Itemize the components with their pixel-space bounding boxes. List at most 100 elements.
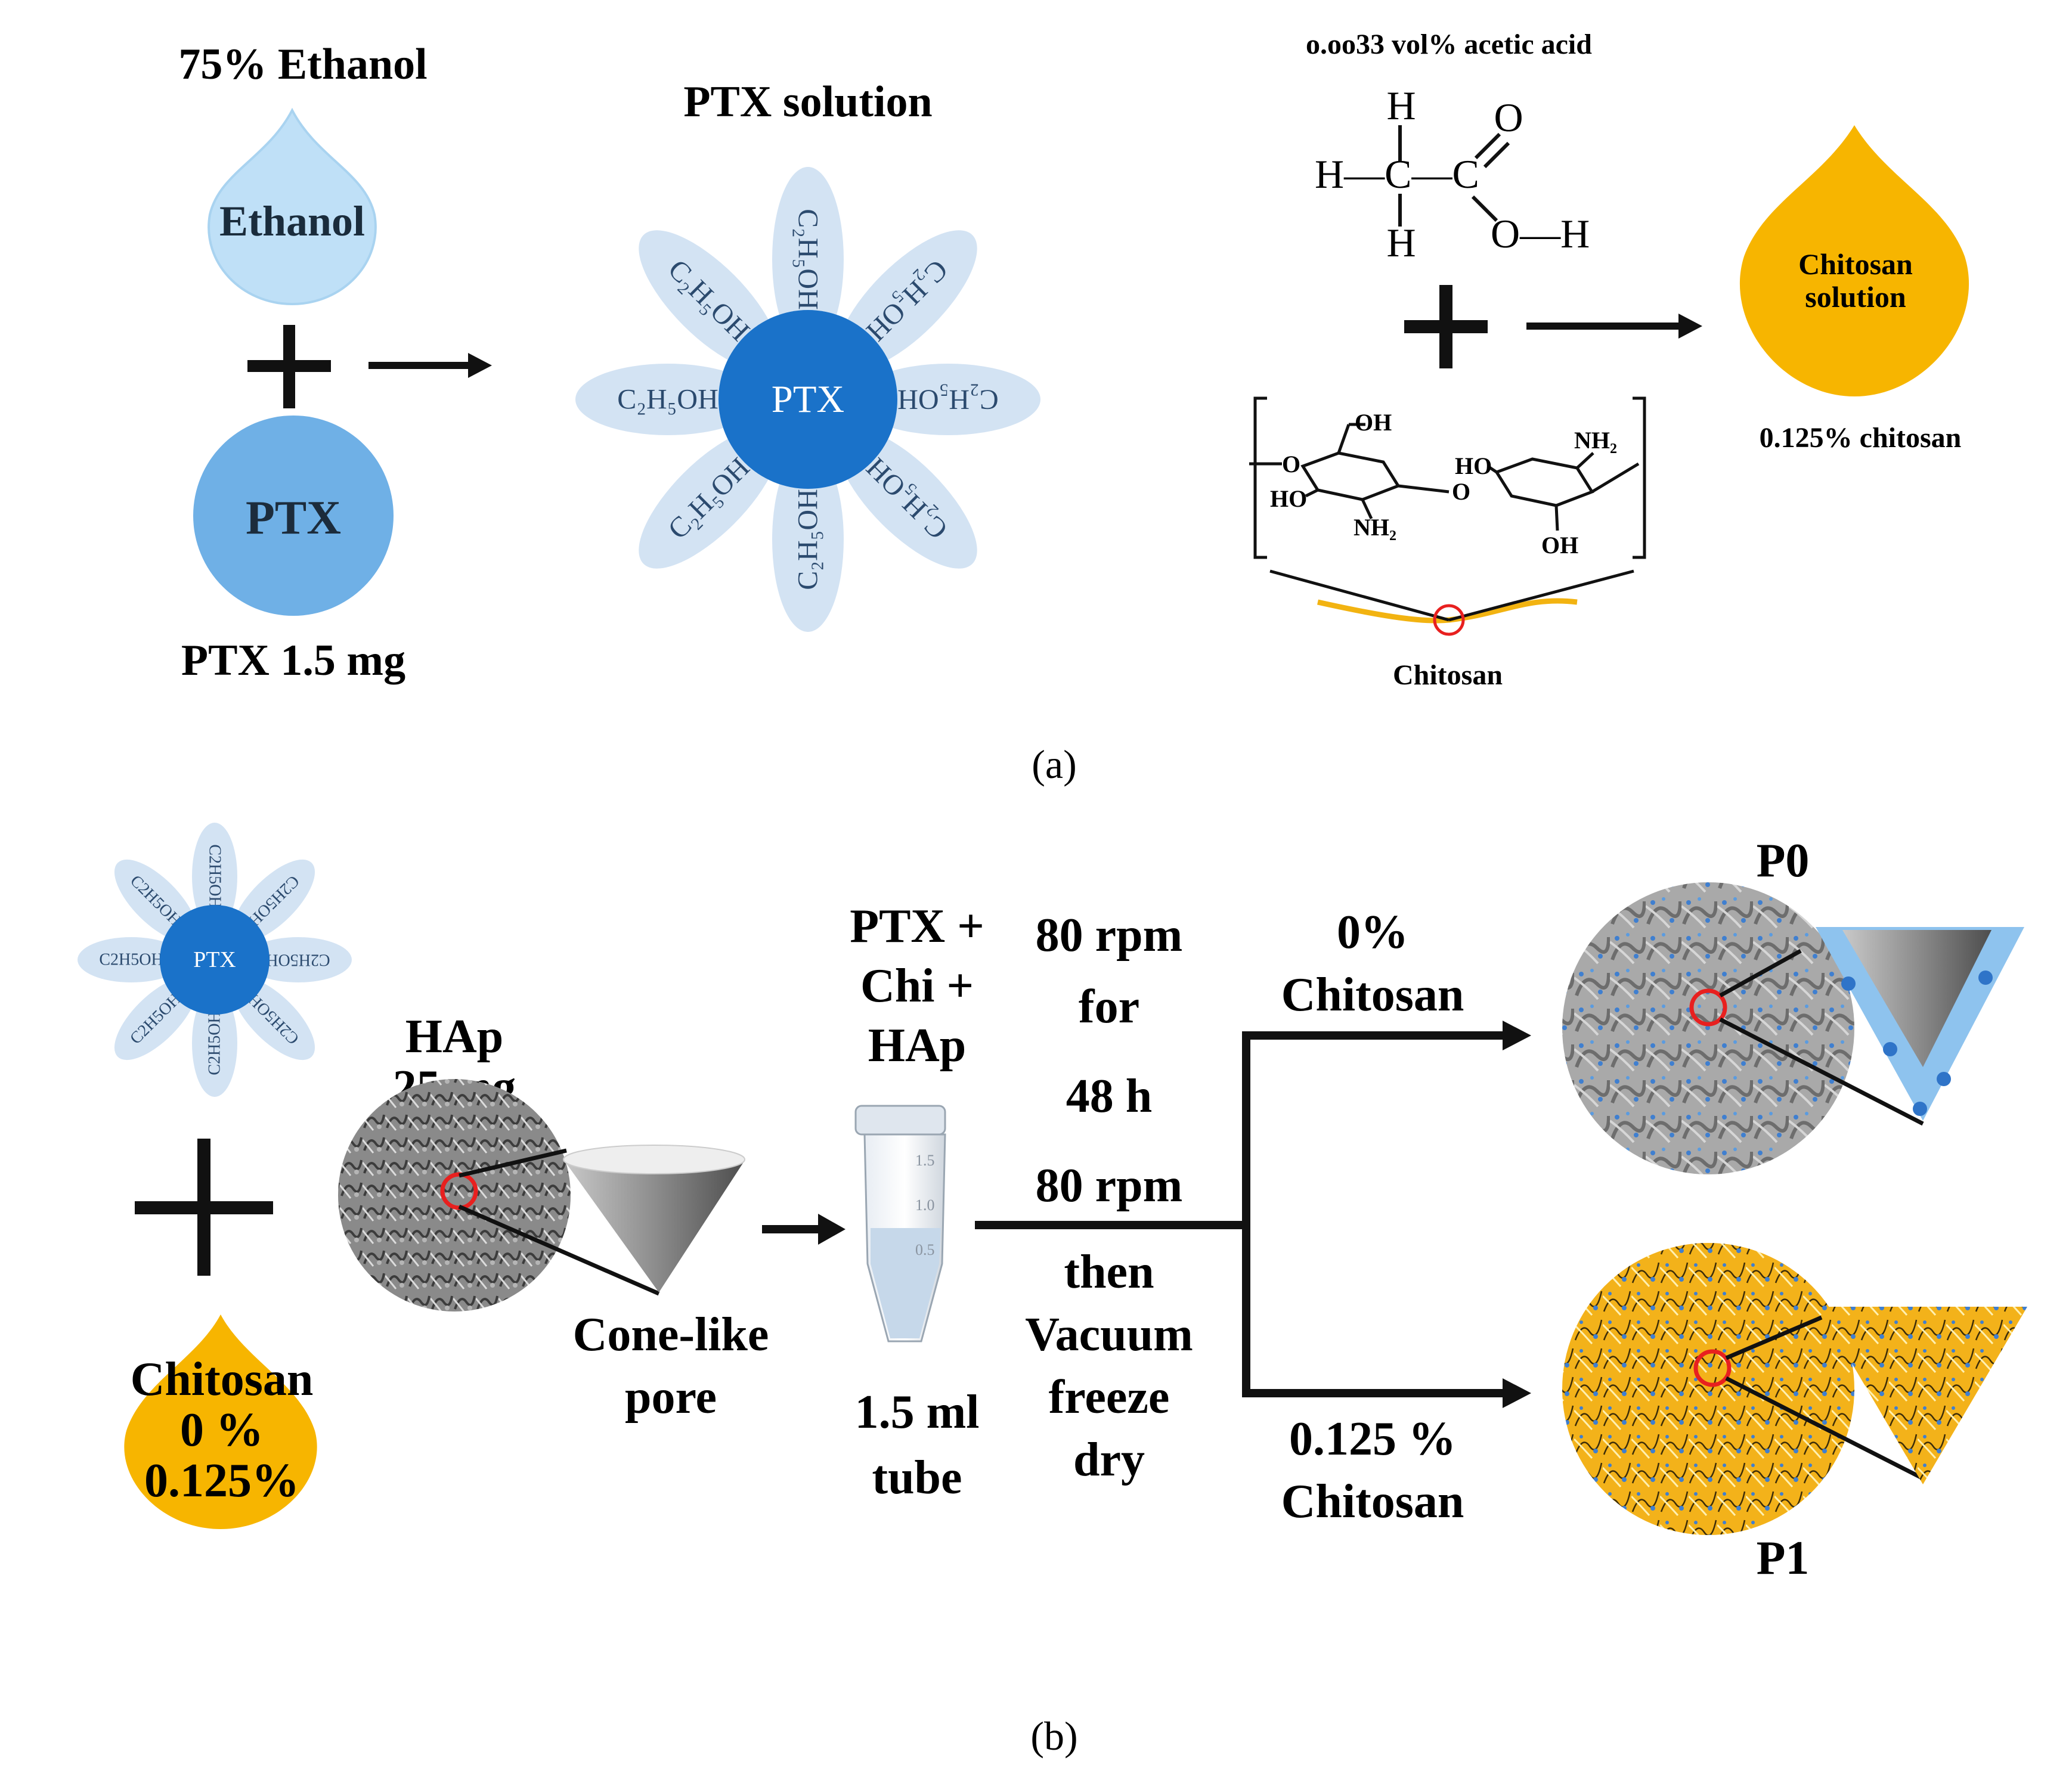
p0-cone bbox=[1816, 927, 2024, 1121]
chitosan-drop-b bbox=[124, 1314, 317, 1529]
ptx-ball bbox=[193, 416, 394, 616]
chitosan-oh-1: OH bbox=[1355, 409, 1392, 436]
upper-branch-label-2: Chitosan bbox=[1281, 969, 1464, 1021]
plus-sign-a2 bbox=[1404, 285, 1488, 368]
process-step-4: 80 rpm bbox=[1036, 1159, 1183, 1212]
acetic-acid-label: o.oo33 vol% acetic acid bbox=[1306, 29, 1592, 60]
arrow-a1 bbox=[368, 353, 492, 378]
chitosan-structure-labels: OH O HO NH₂ O HO NH₂ OH bbox=[1270, 409, 1617, 559]
star-a-petal-label-1: C₂H₅OH bbox=[792, 209, 824, 309]
tube-mark-3: 0.5 bbox=[915, 1241, 935, 1258]
star-b-petal-label-1: C2H5OH bbox=[206, 844, 224, 908]
microcentrifuge-tube: 1.5 1.0 0.5 bbox=[854, 1105, 946, 1342]
star-a-petal-5: C₂H₅OH bbox=[772, 447, 844, 632]
star-b-petal-label-3: C2H5OH bbox=[266, 951, 330, 969]
acetic-acid-structure: H O H—C—C H O—H bbox=[1315, 83, 1590, 265]
p1-cone bbox=[1819, 1307, 2027, 1484]
process-step-5: then bbox=[1064, 1246, 1154, 1298]
chitosan-oh-2: OH bbox=[1541, 532, 1578, 559]
panel-a-caption: (a) bbox=[1032, 742, 1076, 787]
lower-branch-label-2: Chitosan bbox=[1281, 1475, 1464, 1528]
p1-label: P1 bbox=[1757, 1532, 1810, 1585]
plus-sign-b bbox=[135, 1139, 273, 1276]
p1-pore-marker bbox=[1693, 1349, 1732, 1387]
star-b-core-label: PTX bbox=[193, 947, 236, 972]
tube-label-3: HAp bbox=[868, 1019, 967, 1072]
chitosan-drop-b-line1: Chitosan bbox=[131, 1353, 314, 1406]
star-a-petal-label-5: C₂H₅OH bbox=[792, 489, 824, 590]
process-step-8: dry bbox=[1073, 1434, 1145, 1486]
chitosan-nh2-right: NH₂ bbox=[1574, 427, 1617, 454]
tube-mark-2: 1.0 bbox=[915, 1196, 935, 1214]
chitosan-o-left: O bbox=[1282, 451, 1300, 478]
chitosan-o-mid: O bbox=[1452, 478, 1470, 505]
star-b-petal-7: C2H5OH bbox=[78, 937, 185, 982]
zoom-line-hap-bottom bbox=[458, 1204, 660, 1296]
chitosan-drop-b-line3: 0.125% bbox=[144, 1455, 299, 1507]
process-steps: 80 rpm for 48 h 80 rpm then Vacuum freez… bbox=[1025, 909, 1193, 1486]
chitosan-nh2-left: NH₂ bbox=[1354, 514, 1396, 541]
process-step-7: freeze bbox=[1049, 1371, 1170, 1424]
atom-h-top: H bbox=[1386, 83, 1416, 128]
cone-pore-label-2: pore bbox=[625, 1371, 717, 1424]
process-step-1: 80 rpm bbox=[1036, 909, 1183, 962]
tube-mark-1: 1.5 bbox=[915, 1152, 935, 1169]
branch-lines bbox=[975, 1021, 1531, 1408]
tube-label-1: PTX + bbox=[850, 900, 984, 953]
arrow-b1 bbox=[762, 1214, 845, 1245]
star-b-petal-3: C2H5OH bbox=[244, 937, 352, 982]
ptx-amount: PTX 1.5 mg bbox=[181, 636, 405, 685]
star-a-petal-7: C₂H₅OH bbox=[575, 364, 760, 435]
star-a-core bbox=[718, 310, 897, 489]
star-a-petal-label-3: C₂H₅OH bbox=[897, 384, 998, 416]
chitosan-concentration: 0.125% chitosan bbox=[1760, 422, 1962, 454]
p0-pore-marker bbox=[1689, 988, 1727, 1027]
panel-b-caption: (b) bbox=[1030, 1713, 1077, 1759]
ethanol-drop bbox=[207, 107, 377, 306]
star-b-petal-5: C2H5OH bbox=[192, 990, 237, 1097]
chitosan-chain bbox=[1269, 569, 1634, 636]
cone-pore bbox=[563, 1145, 745, 1292]
p0-particle bbox=[1562, 882, 1854, 1174]
hap-particle bbox=[338, 1079, 571, 1311]
star-a-petal-3: C₂H₅OH bbox=[856, 364, 1040, 435]
plus-sign-a bbox=[247, 325, 331, 408]
cone-pore-label-1: Cone-like bbox=[573, 1309, 769, 1361]
chitosan-drop-label-1: Chitosan bbox=[1798, 247, 1913, 281]
chitosan-solution-drop bbox=[1739, 125, 1969, 396]
tube-volume-2: tube bbox=[872, 1452, 962, 1504]
hap-label-1: HAp bbox=[405, 1010, 504, 1063]
ethanol-title: 75% Ethanol bbox=[178, 40, 427, 89]
p1-particle bbox=[1562, 1243, 1854, 1535]
atom-o-top: O bbox=[1494, 95, 1523, 140]
tube-label-2: Chi + bbox=[860, 960, 974, 1012]
chitosan-ho-left: HO bbox=[1270, 485, 1307, 512]
star-b-petal-1: C2H5OH bbox=[192, 823, 237, 930]
zoom-line-hap-top bbox=[459, 1148, 567, 1178]
tube-volume-1: 1.5 ml bbox=[855, 1386, 980, 1438]
chitosan-drop-label-2: solution bbox=[1805, 280, 1906, 314]
process-step-3: 48 h bbox=[1066, 1070, 1153, 1123]
ptx-solution-title: PTX solution bbox=[683, 77, 932, 126]
zoom-line-p1-bottom bbox=[1725, 1376, 1924, 1481]
star-b-core bbox=[160, 905, 270, 1015]
chitosan-chain-label: Chitosan bbox=[1393, 659, 1503, 691]
star-a-petal-label-7: C₂H₅OH bbox=[617, 384, 718, 416]
star-b-petal-label-7: C2H5OH bbox=[99, 951, 163, 969]
process-step-2: for bbox=[1079, 981, 1139, 1033]
atom-h-c-c: H—C—C bbox=[1315, 151, 1479, 197]
arrow-a2 bbox=[1526, 314, 1702, 339]
upper-branch-label-1: 0% bbox=[1337, 906, 1408, 959]
panel-a: 75% Ethanol Ethanol PTX PTX 1.5 mg PTX s… bbox=[178, 29, 1969, 787]
p0-label: P0 bbox=[1757, 835, 1810, 887]
atom-o-h: O—H bbox=[1491, 211, 1590, 256]
star-a-petal-1: C₂H₅OH bbox=[772, 167, 844, 352]
chitosan-structure bbox=[1249, 396, 1646, 559]
process-step-6: Vacuum bbox=[1025, 1309, 1193, 1361]
chitosan-drop-b-line2: 0 % bbox=[180, 1404, 264, 1456]
star-b-petal-label-5: C2H5OH bbox=[206, 1011, 224, 1075]
